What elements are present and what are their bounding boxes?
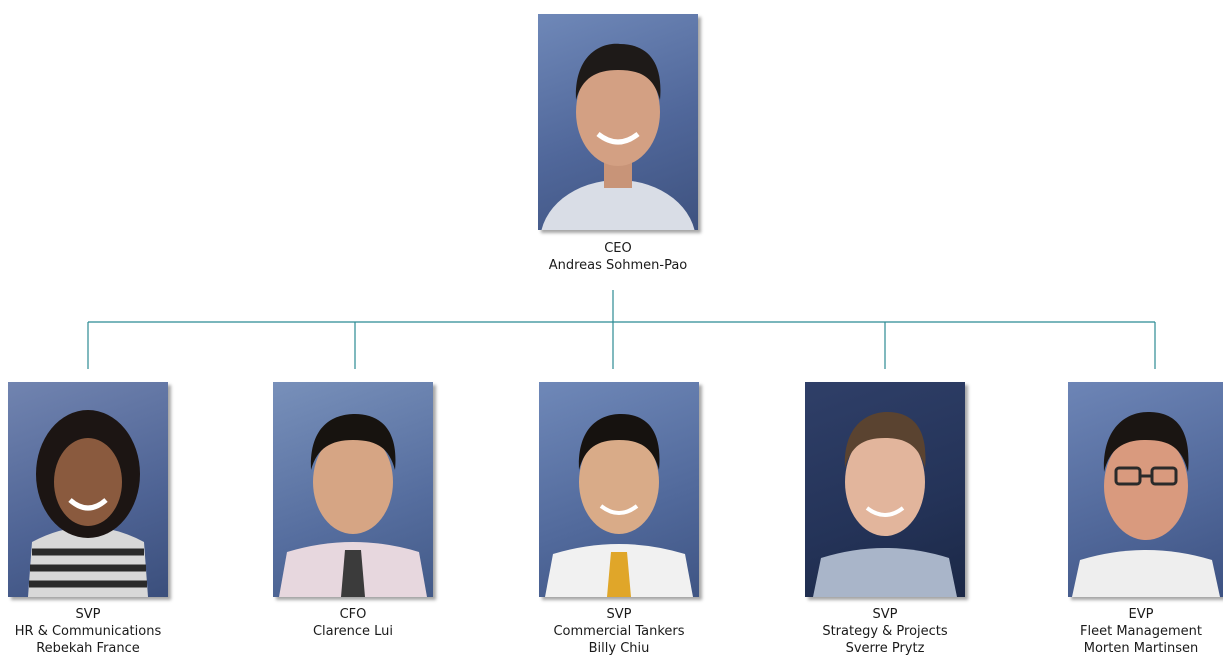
ceo-title: CEO bbox=[604, 241, 632, 256]
report-5-department: Fleet Management bbox=[1080, 624, 1202, 639]
report-2-name: Clarence Lui bbox=[312, 624, 394, 639]
portrait-photo-icon bbox=[28, 410, 148, 597]
report-3-name: Billy Chiu bbox=[588, 641, 650, 656]
report-1-portrait-photo bbox=[8, 382, 168, 597]
report-1-title: SVP bbox=[75, 607, 101, 622]
report-2-portrait-photo bbox=[273, 382, 433, 597]
report-5-caption: EVP Fleet Management Morten Martinsen bbox=[1060, 606, 1222, 657]
ceo-caption: CEO Andreas Sohmen-Pao bbox=[518, 240, 718, 274]
report-3-title: SVP bbox=[606, 607, 632, 622]
portrait-photo-icon bbox=[545, 414, 693, 597]
report-4-department: Strategy & Projects bbox=[822, 624, 948, 639]
report-4-caption: SVP Strategy & Projects Sverre Prytz bbox=[797, 606, 973, 657]
portrait-photo-icon bbox=[541, 43, 695, 230]
report-3-department: Commercial Tankers bbox=[553, 624, 685, 639]
ceo-portrait-photo bbox=[538, 14, 698, 230]
ceo-name: Andreas Sohmen-Pao bbox=[548, 258, 688, 273]
report-5-title: EVP bbox=[1128, 607, 1154, 622]
report-1-department: HR & Communications bbox=[14, 624, 162, 639]
report-4-title: SVP bbox=[872, 607, 898, 622]
report-2-caption: CFO Clarence Lui bbox=[265, 606, 441, 640]
report-5-portrait-photo bbox=[1068, 382, 1223, 597]
report-3-portrait-photo bbox=[539, 382, 699, 597]
report-3-caption: SVP Commercial Tankers Billy Chiu bbox=[531, 606, 707, 657]
report-4-portrait-photo bbox=[805, 382, 965, 597]
portrait-photo-icon bbox=[813, 412, 957, 597]
portrait-photo-icon bbox=[279, 414, 427, 597]
report-1-caption: SVP HR & Communications Rebekah France bbox=[0, 606, 176, 657]
report-2-title: CFO bbox=[339, 607, 367, 622]
portrait-photo-icon bbox=[1072, 412, 1220, 597]
report-1-name: Rebekah France bbox=[36, 641, 140, 656]
report-4-name: Sverre Prytz bbox=[845, 641, 925, 656]
report-5-name: Morten Martinsen bbox=[1083, 641, 1199, 656]
